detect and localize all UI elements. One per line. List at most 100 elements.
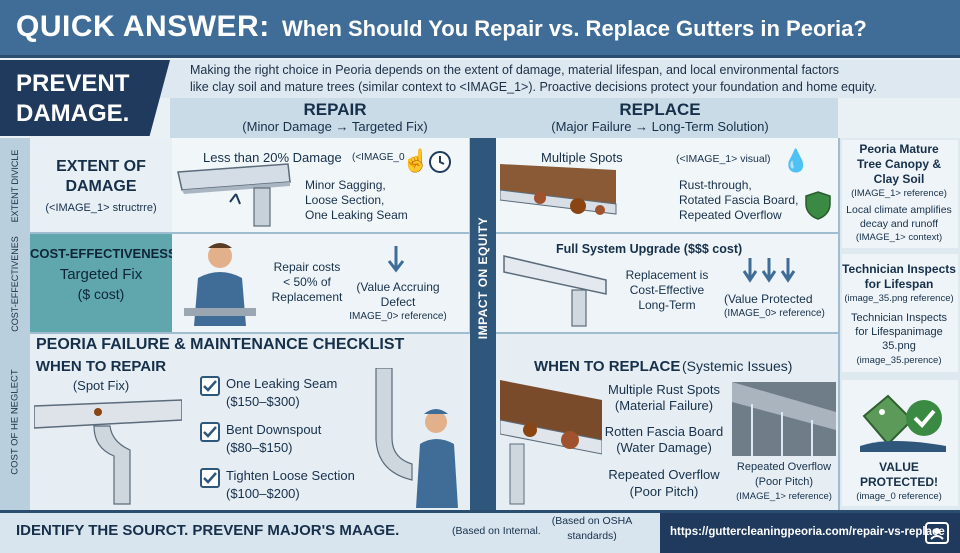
sidebar-box2-ref: (image_35.png reference) — [844, 293, 954, 304]
side-label-row3: COST OF HE NEGLECT — [9, 369, 21, 475]
sidebar-box2-text-3: 35.png — [882, 340, 916, 352]
shield-icon — [805, 191, 831, 220]
intro-text-line2: like clay soil and mature trees (similar… — [190, 80, 877, 94]
check-item-1-cost: ($150–$300) — [226, 394, 300, 409]
replace-item-3-sub: (Poor Pitch) — [629, 484, 699, 499]
impact-equity-bar — [470, 138, 496, 510]
sidebar-box1 — [842, 140, 958, 248]
sidebar-box2 — [842, 254, 958, 372]
check-item-3-label: Tighten Loose Section — [226, 468, 355, 483]
checkbox-icon — [200, 422, 220, 442]
gutter-illustration-icon — [177, 163, 291, 227]
footer-url-link[interactable]: https://guttercleaningpeoria.com/repair-… — [670, 526, 945, 538]
check-item-2-cost: ($80–$150) — [226, 440, 293, 455]
sidebar-box2-text-1: Technician Inspects — [851, 312, 947, 324]
when-repair-sub: (Spot Fix) — [72, 378, 130, 393]
worker-downspout-illustration-icon — [375, 368, 458, 508]
row2-repair-value-1: (Value Accruing — [356, 280, 440, 294]
sidebar-box1-text-1: Local climate amplifies — [846, 204, 952, 216]
sidebar-box1-title-3: Clay Soil — [873, 172, 925, 186]
row2-replace-cell — [496, 234, 838, 334]
row2-repair-text-1: Repair costs — [273, 260, 341, 274]
triple-arrow-down-icon — [742, 258, 796, 283]
row2-left-sub1: Targeted Fix — [59, 266, 143, 283]
row2-replace-heading: Full System Upgrade ($$$ cost) — [556, 242, 743, 256]
checkbox-icon — [200, 468, 220, 488]
row1-repair-item-1: Minor Sagging, — [305, 178, 386, 192]
row1-left-title-2: DAMAGE — [65, 178, 137, 195]
replace-item-2-sub: (Water Damage) — [616, 440, 712, 455]
row2-repair-value-2: Defect — [380, 295, 416, 309]
sidebar-box3-title-1: VALUE — [879, 460, 919, 474]
price-tag-check-icon — [860, 394, 946, 452]
replace-column-subtitle: (Major Failure → Long-Term Solution) — [551, 119, 769, 134]
row1-repair-item-2: Loose Section, — [305, 193, 385, 207]
row2-left-cell — [30, 234, 172, 334]
new-gutter-illustration-icon — [503, 255, 607, 327]
sidebar-box1-text-3: (IMAGE_1> context) — [855, 232, 943, 243]
water-drop-icon: 💧 — [782, 148, 810, 173]
sidebar-box2-title-2: for Lifespan — [864, 277, 934, 291]
check-item-2-label: Bent Downspout — [226, 422, 322, 437]
contact-card-icon — [925, 522, 949, 544]
checkbox-icon — [200, 376, 220, 396]
replace-column-title: REPLACE — [619, 100, 701, 119]
sidebar-box1-title-1: Peoria Mature — [859, 142, 939, 156]
footer-url-panel — [660, 513, 960, 553]
sidebar-box3-ref: (image_0 reference) — [856, 491, 942, 502]
row2-repair-ref: IMAGE_0> reference) — [349, 311, 447, 322]
row1-repair-heading: Less than 20% Damage — [203, 150, 342, 165]
sidebar-box2-text-4: (image_35.perence) — [856, 355, 942, 366]
side-label-row2: COST-EFFECTIVENES — [10, 236, 20, 332]
sidebar-box2-text-2: for Lifespanimage — [855, 326, 943, 338]
column-header-band — [170, 98, 838, 138]
row1-replace-ref: (<IMAGE_1> visual) — [676, 153, 771, 165]
header-lead: QUICK ANSWER: — [16, 10, 270, 43]
side-label-strip — [0, 138, 30, 510]
row1-repair-heading-ref: (<IMAGE_0 — [352, 152, 405, 163]
replace-item-1-label: Multiple Rust Spots — [608, 382, 720, 397]
replace-item-3-label: Repeated Overflow — [608, 467, 720, 482]
row2-repair-text-3: Replacement — [271, 290, 343, 304]
overflow-roof-photo-icon — [732, 382, 836, 456]
impact-equity-label: IMPACT ON EQUITY — [476, 216, 490, 340]
row2-left-title: COST-EFFECTIVENESS — [30, 246, 177, 261]
check-item-1-label: One Leaking Seam — [226, 376, 338, 391]
technician-illustration-icon — [184, 243, 256, 326]
check-item-3-cost: ($100–$200) — [226, 486, 300, 501]
repair-column-title: REPAIR — [303, 100, 367, 119]
sidebar-box1-title-2: Tree Canopy & — [856, 157, 942, 171]
row1-replace-item-1: Rust-through, — [679, 178, 752, 192]
row1-left-title-1: EXTENT OF — [56, 158, 146, 175]
gutter-downspout-illustration-icon — [34, 399, 182, 505]
sidebar-box1-ref: (IMAGE_1> reference) — [851, 188, 947, 199]
header-bar — [0, 0, 960, 58]
replace-item-2-label: Rotten Fascia Board — [604, 424, 724, 439]
row1-replace-item-2: Rotated Fascia Board, — [679, 193, 799, 207]
sidebar-box2-title-1: Technician Inspects — [842, 262, 956, 276]
row2-repair-text-2: < 50% of — [283, 275, 331, 289]
rotten-fascia-illustration-icon — [500, 380, 602, 505]
row2-left-sub2: ($ cost) — [77, 286, 125, 302]
footer-slogan: IDENTIFY THE SOURCT. PREVENF MAJOR'S MAA… — [16, 522, 400, 539]
row1-repair-cell — [172, 138, 470, 234]
row2-replace-text-2: Cost-Effective — [629, 283, 705, 297]
row2-replace-text-3: Long-Term — [638, 298, 696, 312]
photo-caption-3: (IMAGE_1> reference) — [736, 491, 832, 502]
header-title: When Should You Repair vs. Replace Gutte… — [282, 16, 867, 41]
when-replace-sub: (Systemic Issues) — [682, 358, 793, 374]
footer-note-2-line2: standards) — [567, 530, 617, 542]
replace-item-1-sub: (Material Failure) — [614, 398, 714, 413]
when-repair-title: WHEN TO REPAIR — [35, 358, 167, 375]
intro-badge — [0, 60, 170, 136]
row1-replace-item-3: Repeated Overflow — [679, 208, 782, 222]
when-replace-title: WHEN TO REPLACE — [534, 358, 681, 375]
checklist-title: PEORIA FAILURE & MAINTENANCE CHECKLIST — [36, 336, 405, 353]
photo-caption-2: (Poor Pitch) — [754, 476, 814, 488]
sidebar-box1-text-2: decay and runoff — [859, 218, 939, 230]
arrow-down-icon — [387, 246, 405, 273]
row1-replace-heading: Multiple Spots — [541, 150, 623, 165]
repair-column-subtitle: (Minor Damage → Targeted Fix) — [242, 119, 428, 134]
footer-note-1: (Based on Internal. — [452, 525, 541, 537]
row2-replace-value: (Value Protected — [724, 292, 813, 306]
